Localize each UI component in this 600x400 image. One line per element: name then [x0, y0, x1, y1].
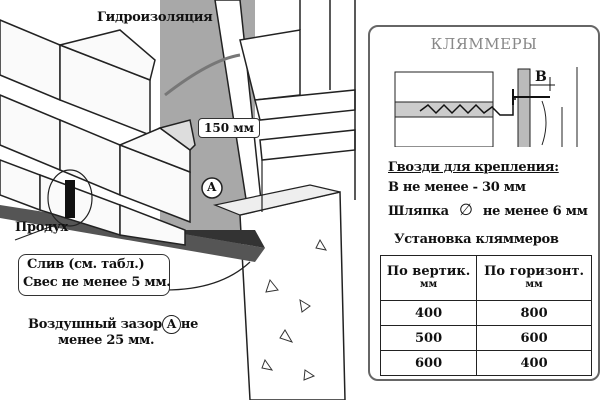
diameter-icon: ∅ [459, 200, 473, 219]
header-horizontal-unit: мм [525, 279, 543, 290]
nails-head-text-a: Шляпка [388, 204, 449, 219]
air-gap-text-b: не [180, 317, 199, 332]
table-header-row: По вертик.мм По горизонт.мм [379, 255, 592, 301]
header-vertical-unit: мм [419, 279, 438, 290]
air-gap-text-a: Воздушный зазор [28, 317, 162, 332]
timber-frame [214, 0, 356, 213]
height-mark-label: 150 мм [198, 118, 261, 138]
drip-line1: Слив (см. табл.) [27, 257, 145, 272]
cell: 400 [379, 300, 478, 326]
waterproofing-label: Гидроизоляция [97, 10, 213, 25]
cell: 600 [476, 325, 592, 351]
cell: 500 [379, 325, 478, 351]
bricks [0, 19, 196, 246]
cell: 600 [379, 350, 478, 376]
drip-callout: Слив (см. табл.) Свес не менее 5 мм. [18, 254, 171, 296]
header-horizontal: По горизонт.мм [476, 255, 592, 301]
air-gap-line2: менее 25 мм. [58, 333, 155, 348]
install-heading: Установка кляммеров [394, 232, 559, 247]
cell: 800 [476, 300, 592, 326]
header-vertical-label: По вертик. [386, 264, 471, 279]
nails-head: Шляпка ∅ не менее 6 мм [388, 200, 588, 219]
foundation [239, 191, 346, 400]
nails-length: B не менее - 30 мм [388, 180, 526, 195]
marker-a-circle [201, 177, 223, 199]
header-vertical: По вертик.мм [379, 255, 478, 301]
panel-title: КЛЯММЕРЫ [430, 35, 538, 53]
nails-head-text-b: не менее 6 мм [482, 204, 588, 219]
dimension-b-label: B [535, 69, 547, 85]
nails-heading: Гвозди для крепления: [388, 160, 559, 175]
drip-line2: Свес не менее 5 мм. [23, 275, 171, 290]
header-horizontal-label: По горизонт. [484, 264, 585, 279]
vent-label: Продух [15, 220, 68, 235]
marker-a-inline: A [161, 315, 181, 334]
clamp-detail-drawing [394, 67, 578, 147]
cell: 400 [476, 350, 592, 376]
vent-opening [65, 180, 75, 218]
marker-a-label: A [207, 180, 217, 194]
clamps-panel: КЛЯММЕРЫ B Гвозди для крепления: B не ме… [368, 25, 600, 381]
